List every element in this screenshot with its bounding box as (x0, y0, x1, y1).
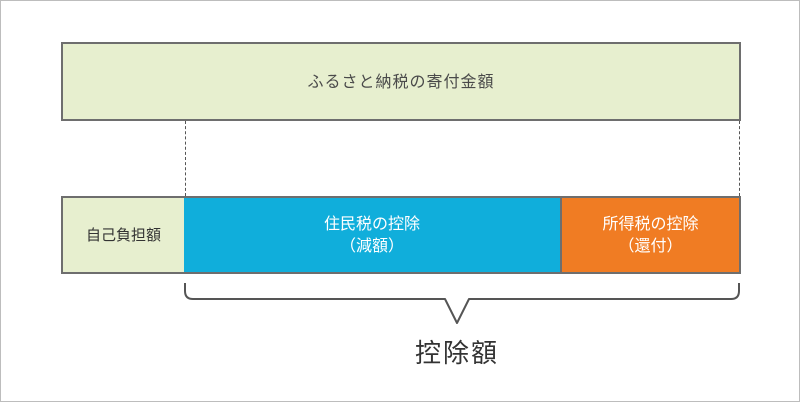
resident-tax-label: 住民税の控除 (323, 214, 420, 234)
right-dashed-guide (739, 121, 740, 196)
income-tax-sublabel: （還付） (618, 236, 683, 255)
left-dashed-guide (185, 121, 186, 196)
income-tax-label: 所得税の控除 (602, 214, 699, 234)
self-burden-label: 自己負担額 (85, 225, 161, 244)
income-tax-deduction-box: 所得税の控除 （還付） (560, 196, 741, 274)
resident-tax-sublabel: （減額） (339, 236, 404, 255)
resident-tax-deduction-box: 住民税の控除 （減額） (184, 196, 562, 274)
donation-amount-bar: ふるさと納税の寄付金額 (61, 42, 741, 121)
donation-amount-label: ふるさと納税の寄付金額 (307, 71, 495, 91)
deduction-amount-label: 控除額 (414, 339, 499, 369)
